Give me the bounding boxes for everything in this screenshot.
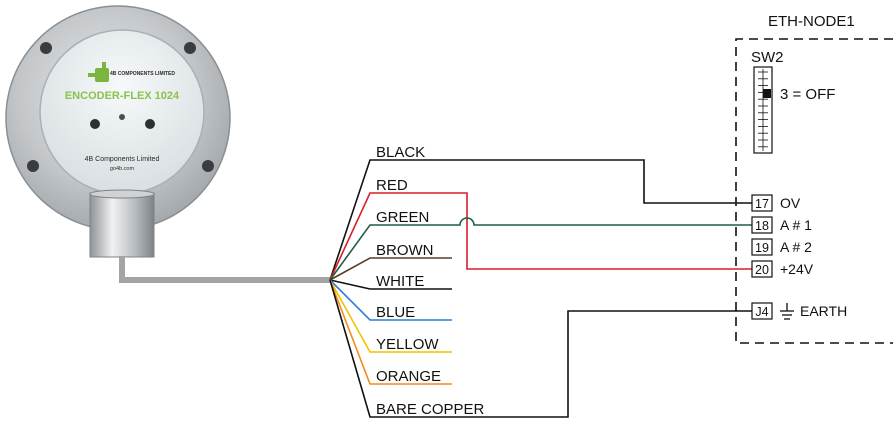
terminal-number: 18 [755, 219, 769, 233]
maker-name: 4B Components Limited [85, 156, 160, 163]
wire-label-green: GREEN [376, 209, 429, 226]
brand-text: 4B COMPONENTS LIMITED [110, 71, 175, 77]
terminal-18: 18 A # 1 [751, 216, 812, 234]
switch-setting: 3 = OFF [780, 86, 835, 103]
terminal-17: 17 OV [751, 194, 801, 212]
terminal-20: 20 +24V [751, 260, 814, 278]
wire-yellow [329, 279, 452, 353]
cable-gland-top [89, 189, 155, 199]
wire-orange [329, 279, 452, 385]
terminal-label: EARTH [800, 303, 847, 319]
eth-node-enclosure: ETH-NODE1 SW2 3 = OFF 17 OV 18 A # 1 19 … [735, 13, 893, 344]
indicator-led-right [145, 119, 155, 129]
mounting-hole-bottom-right [202, 160, 214, 172]
maker-url: go4b.com [110, 166, 135, 172]
wire-blue [329, 279, 452, 321]
dip-switch-actuator [763, 89, 771, 98]
encoder-device: 4B COMPONENTS LIMITED ENCODER-FLEX 1024 … [5, 5, 231, 258]
wire-black [329, 159, 752, 281]
dip-switch-positions [758, 69, 768, 151]
node-boundary [735, 38, 893, 344]
brand-logo: 4B COMPONENTS LIMITED [88, 62, 175, 82]
node-title: ETH-NODE1 [768, 13, 855, 30]
terminal-19: 19 A # 2 [751, 238, 812, 256]
wire-bare-copper [329, 279, 752, 418]
terminal-number: 20 [755, 263, 769, 277]
terminal-label: A # 2 [780, 239, 812, 255]
wire-label-orange: ORANGE [376, 368, 441, 385]
mounting-hole-top-left [40, 42, 52, 54]
wire-brown [329, 257, 452, 281]
wire-green [329, 217, 752, 281]
terminal-number: 19 [755, 241, 769, 255]
terminal-label: OV [780, 195, 801, 211]
indicator-led-left [90, 119, 100, 129]
wire-label-bare-copper: BARE COPPER [376, 401, 485, 418]
cable-and-wires: BLACK RED GREEN BROWN WHITE BLUE YELLOW … [119, 144, 752, 418]
mounting-hole-top-right [184, 42, 196, 54]
terminal-j4: J4 EARTH [751, 302, 847, 320]
cable [119, 256, 330, 283]
terminal-label: +24V [780, 261, 814, 277]
model-name: ENCODER-FLEX 1024 [65, 90, 180, 102]
terminal-number: 17 [755, 197, 769, 211]
switch-label: SW2 [751, 49, 784, 66]
cable-gland [89, 192, 155, 258]
wire-label-white: WHITE [376, 273, 424, 290]
mounting-hole-bottom-left [27, 160, 39, 172]
wire-label-red: RED [376, 177, 408, 194]
ground-icon [780, 303, 794, 320]
wire-label-brown: BROWN [376, 242, 434, 259]
wire-red [329, 192, 752, 281]
calibrate-button [119, 114, 125, 120]
terminal-label: A # 1 [780, 217, 812, 233]
terminal-number: J4 [755, 305, 768, 319]
wire-label-blue: BLUE [376, 304, 415, 321]
wire-white [329, 279, 452, 290]
dip-switch-sw2: SW2 3 = OFF [751, 49, 835, 154]
wire-label-black: BLACK [376, 144, 425, 161]
wire-label-yellow: YELLOW [376, 336, 439, 353]
